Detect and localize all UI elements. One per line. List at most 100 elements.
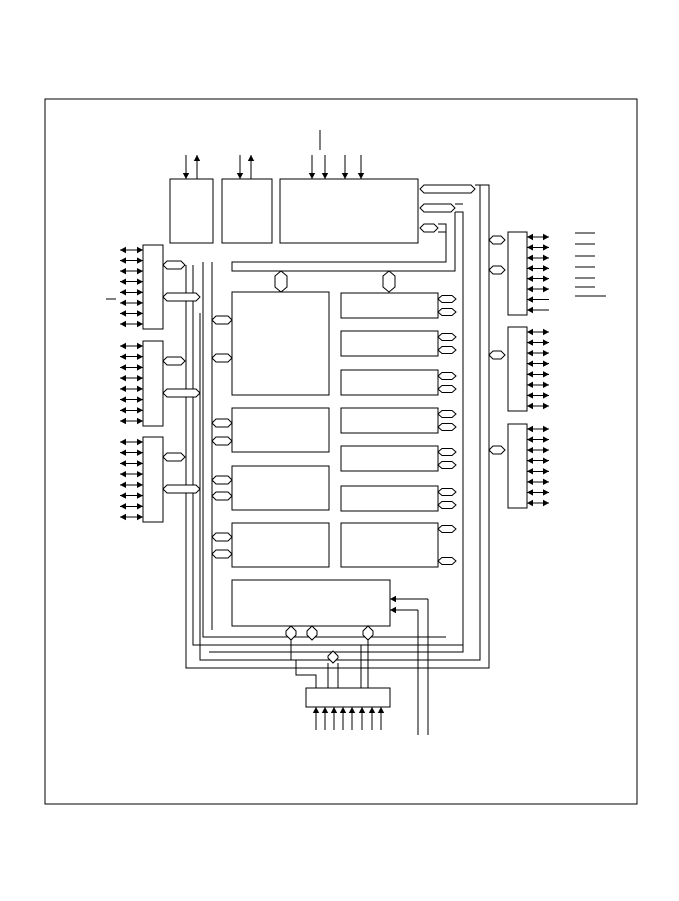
- arrowhead: [120, 267, 126, 275]
- bus-connector: [437, 423, 457, 431]
- bus-connector: [488, 235, 506, 245]
- bus-connector: [162, 260, 186, 270]
- arrowhead: [120, 460, 126, 467]
- bus-connector: [162, 452, 186, 462]
- left-io-block-1: [142, 244, 164, 330]
- bus-connector: [211, 315, 233, 325]
- arrowhead: [120, 385, 126, 393]
- bus-connector: [211, 532, 233, 542]
- bus-connector: [211, 475, 233, 485]
- arrowhead: [543, 285, 549, 293]
- bus-connector: [419, 184, 476, 194]
- bus-connector: [362, 625, 374, 641]
- register-block-1: [340, 292, 439, 319]
- register-block-4: [340, 407, 439, 434]
- arrowhead: [339, 707, 347, 713]
- bottom-io-block: [305, 687, 391, 708]
- arrowhead: [120, 503, 126, 510]
- arrowhead: [527, 360, 533, 367]
- bus-connector: [437, 461, 457, 469]
- arrowhead: [527, 244, 533, 251]
- arrowhead: [120, 364, 126, 371]
- arrowhead: [390, 606, 396, 614]
- arrowhead: [137, 310, 143, 317]
- bus-connector: [162, 484, 201, 494]
- bus-connector: [327, 650, 339, 664]
- signal-arrows: [106, 130, 606, 730]
- bus-connector: [211, 549, 233, 559]
- arrowhead: [377, 707, 385, 713]
- arrowhead: [527, 339, 533, 346]
- bus-connector: [488, 350, 506, 360]
- arrowhead: [543, 499, 549, 507]
- arrowhead: [120, 299, 126, 307]
- arrowhead: [120, 278, 126, 285]
- center-block-3: [231, 522, 330, 568]
- arrowhead: [137, 492, 143, 499]
- bus-line: [295, 660, 317, 688]
- arrowhead: [137, 342, 143, 350]
- arrowhead: [543, 265, 549, 272]
- arrowhead: [543, 233, 549, 241]
- bus-connector: [437, 501, 457, 509]
- arrowhead: [137, 257, 143, 264]
- arrowhead: [137, 278, 143, 285]
- bottom-block: [231, 579, 391, 627]
- arrowhead: [137, 396, 143, 403]
- arrowhead: [120, 374, 126, 382]
- bus-connectors: [162, 184, 506, 664]
- top-block-3: [279, 178, 419, 244]
- arrowhead: [527, 457, 533, 464]
- arrowhead: [527, 296, 533, 303]
- arrowhead: [137, 417, 143, 425]
- arrowhead: [543, 349, 549, 357]
- bus-connector: [274, 270, 288, 293]
- arrowhead: [543, 402, 549, 410]
- bus-connector: [437, 295, 457, 303]
- arrowhead: [120, 257, 126, 264]
- right-io-block-1: [507, 231, 528, 316]
- arrowhead: [543, 436, 549, 443]
- arrowhead: [358, 707, 366, 713]
- arrowhead: [137, 513, 143, 521]
- bus-connector: [211, 436, 233, 446]
- right-io-block-3: [507, 423, 528, 509]
- arrowhead: [368, 707, 376, 713]
- arrowhead: [137, 353, 143, 360]
- arrowhead: [527, 233, 533, 241]
- arrowhead: [390, 595, 396, 603]
- arrowhead: [527, 392, 533, 399]
- arrowhead: [120, 417, 126, 425]
- bus-connector: [437, 557, 457, 565]
- arrowhead: [137, 503, 143, 510]
- arrowhead: [137, 449, 143, 456]
- bus-connector: [419, 203, 456, 213]
- arrowhead: [247, 155, 255, 161]
- bus-connector: [437, 488, 457, 496]
- bus-connector: [162, 356, 186, 366]
- arrowhead: [308, 173, 316, 179]
- bus-connector: [211, 353, 233, 363]
- arrowhead: [137, 460, 143, 467]
- right-io-block-2: [507, 326, 528, 412]
- arrowhead: [527, 265, 533, 272]
- bus-connector: [437, 346, 457, 354]
- arrowhead: [527, 349, 533, 357]
- bus-connector: [285, 625, 297, 641]
- arrowhead: [543, 425, 549, 433]
- arrowhead: [527, 285, 533, 293]
- arrowhead: [527, 468, 533, 475]
- bus-line: [199, 185, 481, 661]
- arrowhead: [527, 446, 533, 454]
- arrowhead: [137, 407, 143, 414]
- bus-connector: [162, 292, 201, 302]
- arrowhead: [137, 481, 143, 489]
- arrowhead: [120, 342, 126, 350]
- left-io-block-3: [142, 436, 164, 523]
- functional-blocks: [142, 178, 528, 708]
- arrowhead: [120, 481, 126, 489]
- arrowhead: [137, 470, 143, 478]
- arrowhead: [543, 489, 549, 496]
- arrowhead: [527, 371, 533, 378]
- bus-line: [231, 212, 456, 272]
